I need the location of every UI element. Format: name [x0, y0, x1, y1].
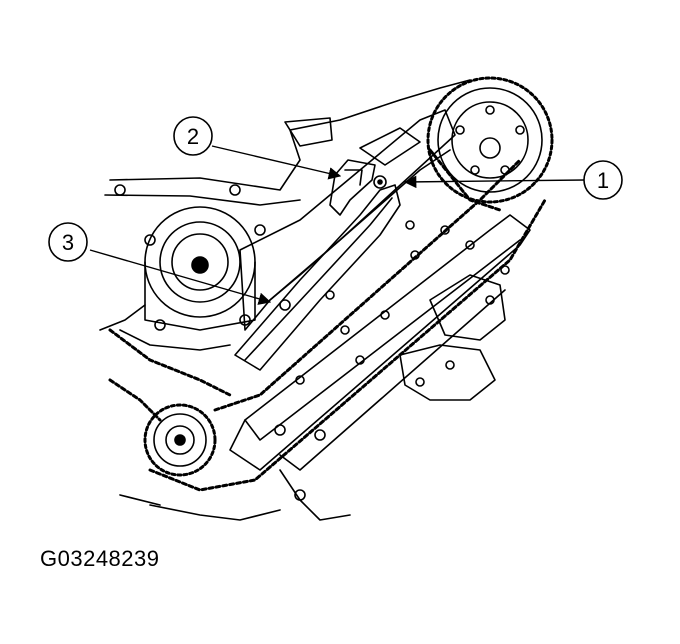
- callout-1-number: 1: [597, 168, 609, 193]
- callout-2-number: 2: [187, 124, 199, 149]
- callout-2-leader: [211, 145, 342, 180]
- water-pump-pulley: [144, 206, 256, 331]
- timing-chain: [108, 148, 547, 492]
- figure-id: G03248239: [40, 546, 160, 571]
- bolt-holes: [114, 184, 510, 501]
- guide-bolt: [373, 175, 387, 189]
- callout-3-number: 3: [62, 230, 74, 255]
- callout-1: 1: [583, 160, 623, 200]
- crankshaft-sprocket: [143, 403, 217, 477]
- callout-2: 2: [173, 116, 213, 156]
- callout-3-leader: [89, 249, 272, 305]
- callout-3: 3: [48, 222, 88, 262]
- timing-chain-guide: [234, 184, 401, 371]
- engine-block-outline: [99, 79, 506, 521]
- camshaft-sprocket: [426, 76, 554, 204]
- tensioner-bracket: [329, 159, 376, 216]
- callout-1-leader: [403, 175, 586, 189]
